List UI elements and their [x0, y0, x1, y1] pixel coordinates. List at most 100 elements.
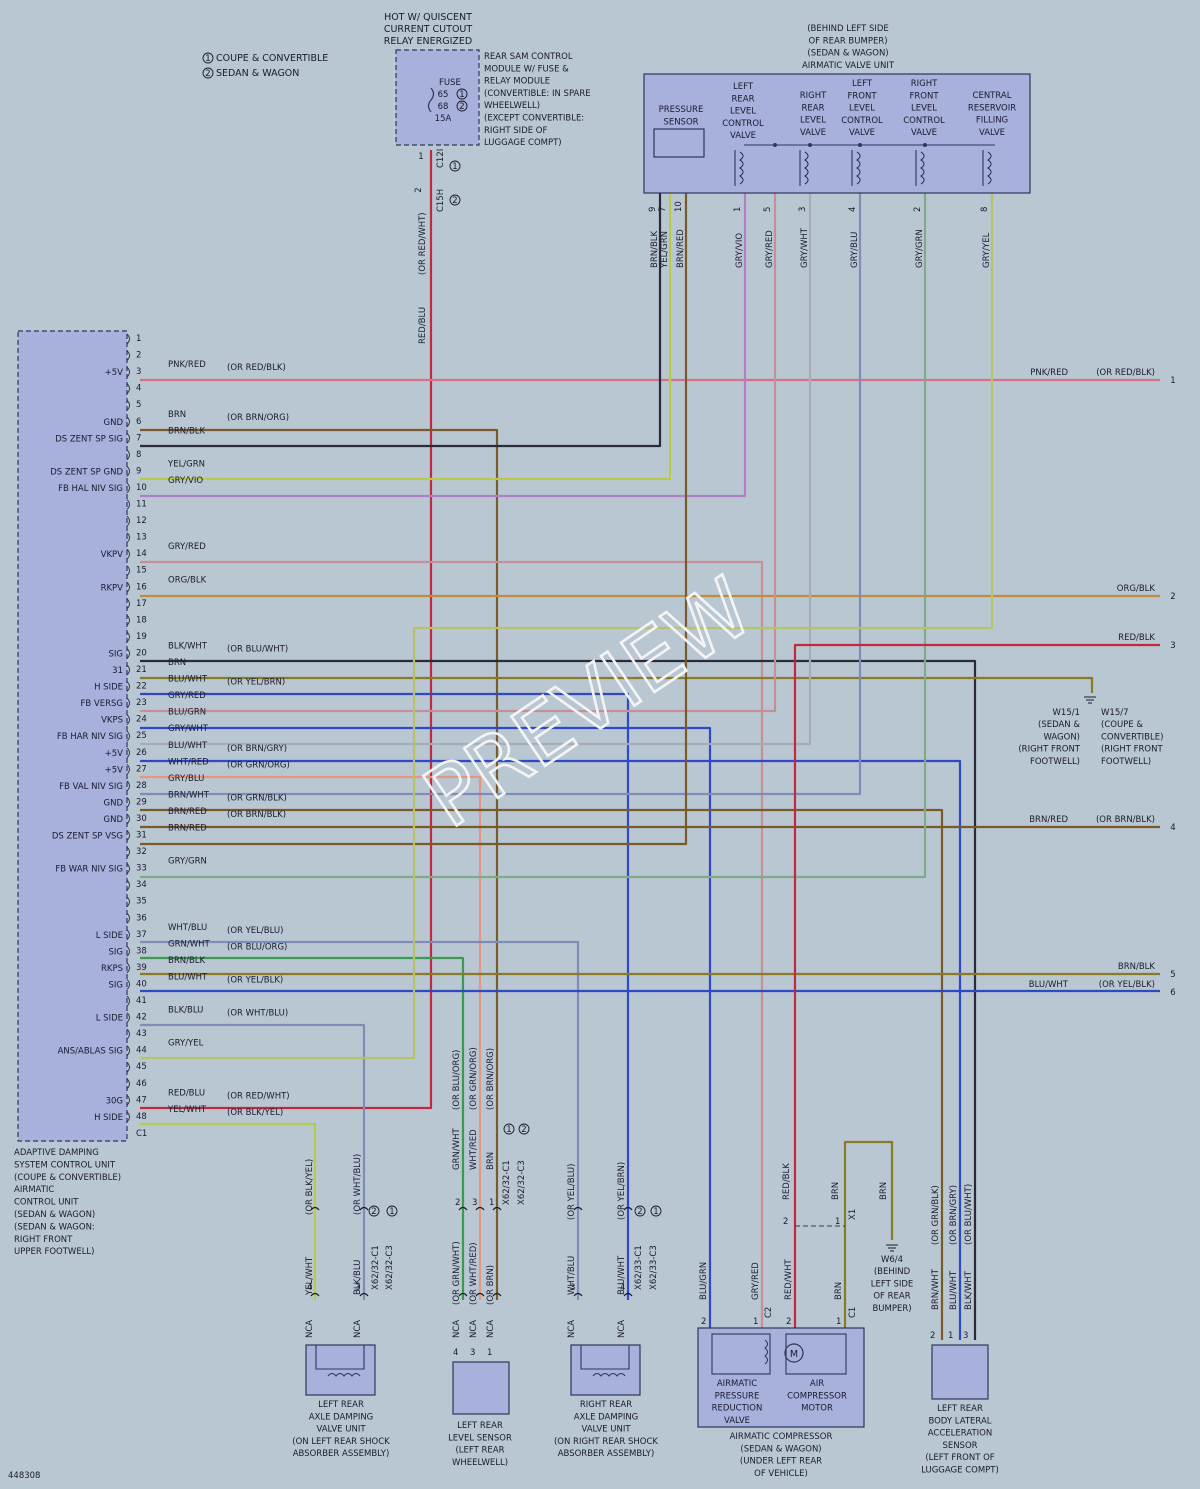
ecu-pin-number: 32: [136, 847, 147, 857]
lr-level-pin: 2: [455, 1198, 460, 1208]
left-rear-damper-label: AXLE DAMPING: [309, 1412, 374, 1422]
fuse-mark-number: 2: [459, 102, 464, 112]
wire-gry-wht-25: [140, 190, 812, 746]
ecu-pin-signal: GND: [104, 815, 124, 825]
ground-icon: [886, 1244, 898, 1252]
ecu-pin-number: 46: [136, 1079, 147, 1089]
lr-level-mark-number: 1: [506, 1125, 511, 1135]
ecu-pin-bracket: [126, 631, 130, 643]
ecu-pin-number: 19: [136, 632, 147, 642]
wire-yel-grn-9: [140, 190, 672, 481]
fuse-out-wire-alt: (OR RED/WHT): [418, 212, 428, 275]
valve-pin-number: 3: [798, 207, 808, 212]
ecu-pin-bracket: [126, 648, 130, 659]
fuse-out-pin: 2: [414, 187, 424, 192]
left-rear-level-sensor-label: LEVEL SENSOR: [448, 1433, 512, 1443]
ecu-pin-number: 37: [136, 930, 147, 940]
lateral-accel-sensor-label: (LEFT FRONT OF: [925, 1453, 994, 1463]
ecu-pin-number: 18: [136, 615, 147, 625]
ecu-pin-bracket: [126, 962, 130, 974]
right-ref-number: 5: [1170, 970, 1175, 980]
rr-damper-pin: 4: [620, 1283, 625, 1293]
connector-chevron: [458, 1292, 468, 1297]
ecu-pin-bracket: [126, 763, 130, 775]
ecu-pin-number: 42: [136, 1013, 147, 1023]
valve-coil-icon: [920, 151, 925, 185]
ecu-pin-number: 26: [136, 748, 147, 758]
ecu-pin-bracket: [126, 350, 130, 361]
right-rear-damper-label: RIGHT REAR: [580, 1400, 632, 1410]
ecu-pin-signal: VKPS: [101, 716, 123, 726]
ecu-wire-alt-label: (OR RED/BLK): [227, 363, 286, 373]
rr-damper-connector: X62/33-C1: [634, 1245, 644, 1290]
valve-wire-label: BRN/RED: [676, 229, 686, 268]
compressor-upper-wire: BRN: [879, 1182, 889, 1200]
ecu-pin-number: 40: [136, 979, 147, 989]
sam-module-label: REAR SAM CONTROL: [484, 52, 573, 62]
rr-damper-connector: X62/33-C3: [649, 1245, 659, 1290]
compressor-pin: 1: [753, 1317, 758, 1327]
ground-w6-4-label: OF REAR: [873, 1292, 910, 1302]
compressor-box: [697, 1327, 865, 1428]
right-ref-alt: (OR BRN/BLK): [1096, 815, 1155, 825]
ecu-pin-bracket: [126, 499, 130, 510]
ecu-pin-number: 5: [136, 400, 141, 410]
ecu-pin-number: 20: [136, 648, 147, 658]
ecu-pin-bracket: [126, 466, 130, 477]
fuse-out-pin: 1: [418, 152, 423, 162]
ecu-label: AIRMATIC: [14, 1185, 54, 1195]
rr-damper-wire: WHT/BLU: [567, 1256, 577, 1295]
valve-wire-label: GRY/WHT: [800, 227, 810, 268]
wire-brn-blk-7: [140, 190, 662, 448]
pressure-reduction-valve-label: REDUCTION: [712, 1404, 763, 1414]
ecu-pin-number: 36: [136, 913, 147, 923]
lateral-accel-sensor-box: [931, 1344, 989, 1400]
lr-level-connector: X62/32-C3: [517, 1160, 527, 1205]
ecu-wire-label: BRN/BLK: [168, 956, 206, 966]
wire-red-blk: [793, 643, 1160, 1330]
valve-unit-part-label: VALVE: [911, 128, 937, 138]
valve-unit-part-label: LEFT: [733, 82, 754, 92]
valve-unit-part-label: CENTRAL: [973, 91, 1012, 101]
fuse-connector: C12I: [436, 149, 446, 168]
ecu-wire-alt-label: (OR BLU/ORG): [227, 942, 287, 952]
valve-pin-number: 10: [674, 201, 684, 212]
wire-gry-vio-10: [140, 190, 747, 498]
ecu-wire-label: GRY/RED: [168, 691, 206, 701]
left-rear-damper-label: (ON LEFT REAR SHOCK: [292, 1437, 390, 1447]
connector-chevron: [573, 1206, 583, 1211]
ecu-pin-number: 35: [136, 897, 147, 907]
ecu-pin-number: 45: [136, 1062, 147, 1072]
lateral-accel-sensor-label: LUGGAGE COMPT): [921, 1466, 999, 1476]
ecu-wire-alt-label: (OR GRN/ORG): [227, 760, 290, 770]
right-ref-number: 3: [1170, 641, 1175, 651]
ecu-pin-bracket: [126, 482, 130, 494]
ecu-pin-bracket: [126, 1111, 130, 1123]
ecu-pin-bracket: [126, 797, 130, 808]
ecu-wire-label: BLK/WHT: [168, 641, 208, 651]
ecu-wire-label: BLU/WHT: [168, 675, 208, 685]
nca-label: NCA: [617, 1320, 627, 1338]
ecu-pin-signal: GND: [104, 418, 124, 428]
fuse-label: FUSE: [439, 78, 461, 88]
ecu-pin-number: 22: [136, 682, 147, 692]
lateral-accel-sensor-label: LEFT REAR: [937, 1404, 983, 1414]
wire-gry-red-23: [140, 190, 777, 713]
ecu-label: SYSTEM CONTROL UNIT: [14, 1160, 116, 1170]
ground-w15-1-label: W15/1: [1053, 708, 1081, 718]
ecu-pin-bracket: [126, 1078, 130, 1090]
ecu-pin-bracket: [126, 449, 130, 461]
ecu-label: CONTROL UNIT: [14, 1198, 79, 1208]
ecu-pin-bracket: [126, 681, 130, 692]
ecu-wire-alt-label: (OR BRN/GRY): [227, 744, 287, 754]
lateral-accel-pin: 3: [963, 1331, 968, 1341]
lr-level-wire: GRN/WHT: [452, 1127, 462, 1170]
ground-w15-7-label: W15/7: [1101, 708, 1129, 718]
valve-pin-number: 9: [648, 207, 658, 212]
left-rear-damper-label: VALVE UNIT: [316, 1425, 366, 1435]
ecu-wire-label: GRY/YEL: [168, 1039, 204, 1049]
ground-w15-7-label: CONVERTIBLE): [1101, 732, 1163, 742]
lr-level-wire-low: (OR GRN/WHT): [452, 1241, 462, 1305]
ground-w6-4-label: W6/4: [881, 1255, 903, 1265]
valve-wire-label: GRY/RED: [765, 230, 775, 268]
